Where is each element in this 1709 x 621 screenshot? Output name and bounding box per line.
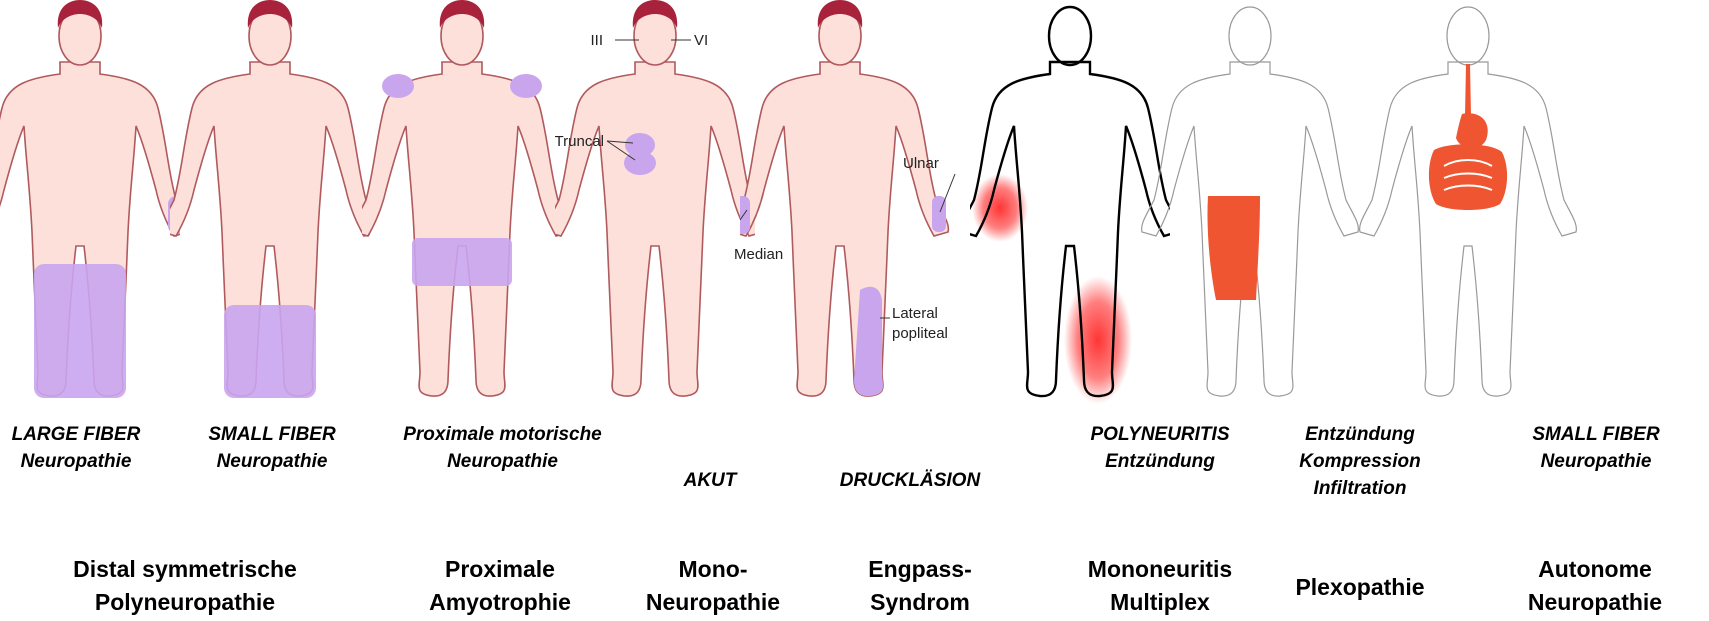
organ-esophagus: [1465, 64, 1471, 116]
category-line: Mono-: [638, 553, 788, 586]
category-line: Autonome: [1520, 553, 1670, 586]
organ-stomach: [1456, 113, 1488, 148]
subtitle-line: SMALL FIBER: [196, 421, 348, 448]
subtitle-line: Neuropathie: [0, 448, 152, 475]
label-truncal: Truncal: [555, 133, 604, 150]
category-proximal-amyotrophy: Proximale Amyotrophie: [425, 553, 575, 619]
label-median: Median: [734, 246, 783, 263]
figure-plexopathy: [1140, 0, 1360, 410]
category-line: Plexopathie: [1285, 571, 1435, 604]
subtitle-line: Infiltration: [1275, 475, 1445, 502]
category-line: Engpass-: [855, 553, 985, 586]
affected-region-right-shoulder: [510, 74, 542, 98]
organ-intestines: [1429, 144, 1507, 210]
label-ulnar: Ulnar: [903, 155, 939, 172]
affected-region-median: [740, 196, 750, 234]
category-entrapment: Engpass- Syndrom: [855, 553, 985, 619]
figure-entrapment: [740, 0, 960, 410]
subtitle-large-fiber: LARGE FIBER Neuropathie: [0, 421, 152, 475]
affected-region-left-shoulder: [382, 74, 414, 98]
subtitle-small-fiber-1: SMALL FIBER Neuropathie: [196, 421, 348, 475]
category-line: Neuropathie: [1520, 586, 1670, 619]
category-line: Polyneuropathie: [60, 586, 310, 619]
label-cranial-right: VI: [694, 32, 708, 49]
figure-small-fiber-1: [170, 0, 370, 410]
subtitle-akut: AKUT: [660, 467, 760, 494]
category-distal-symmetric: Distal symmetrische Polyneuropathie: [60, 553, 310, 619]
subtitle-line: Neuropathie: [1520, 448, 1672, 475]
category-line: Proximale: [425, 553, 575, 586]
subtitle-line: Kompression: [1275, 448, 1445, 475]
figure-autonomic: [1358, 0, 1578, 410]
subtitle-plexopathy: Entzündung Kompression Infiltration: [1275, 421, 1445, 502]
subtitle-line: LARGE FIBER: [0, 421, 152, 448]
subtitle-proximal-motor: Proximale motorische Neuropathie: [380, 421, 625, 475]
category-mononeuropathy: Mono- Neuropathie: [638, 553, 788, 619]
subtitle-drucklasion: DRUCKLÄSION: [820, 467, 1000, 494]
subtitle-line: Proximale motorische: [380, 421, 625, 448]
category-line: Amyotrophie: [425, 586, 575, 619]
figure-proximal-motor: [362, 0, 562, 410]
affected-region-feet: [224, 305, 316, 398]
category-autonomic: Autonome Neuropathie: [1520, 553, 1670, 619]
subtitle-line: Entzündung: [1275, 421, 1445, 448]
affected-region-thighs: [412, 238, 512, 286]
label-lateral: Lateral: [892, 305, 938, 322]
category-plexopathy: Plexopathie: [1285, 571, 1435, 604]
affected-region-plexus: [1207, 196, 1260, 300]
category-line: Neuropathie: [638, 586, 788, 619]
subtitle-polyneuritis: POLYNEURITIS Entzündung: [1080, 421, 1240, 475]
subtitle-line: Neuropathie: [380, 448, 625, 475]
subtitle-line: AKUT: [660, 467, 760, 494]
category-mononeuritis-multiplex: Mononeuritis Multiplex: [1080, 553, 1240, 619]
subtitle-line: SMALL FIBER: [1520, 421, 1672, 448]
subtitle-line: DRUCKLÄSION: [820, 467, 1000, 494]
figure-mononeuropathy: III VI Truncal: [555, 0, 755, 410]
subtitle-line: POLYNEURITIS: [1080, 421, 1240, 448]
leader-line: [940, 174, 955, 212]
inflammation-leg: [1064, 276, 1132, 404]
label-lateral-popliteal: Lateral popliteal: [892, 304, 948, 344]
affected-region-feet-legs: [34, 264, 126, 398]
category-line: Distal symmetrische: [60, 553, 310, 586]
subtitle-small-fiber-2: SMALL FIBER Neuropathie: [1520, 421, 1672, 475]
affected-region-truncal-lower: [624, 151, 656, 175]
category-line: Mononeuritis: [1080, 553, 1240, 586]
label-cranial-left: III: [590, 32, 603, 49]
subtitle-line: Neuropathie: [196, 448, 348, 475]
label-popliteal: popliteal: [892, 325, 948, 342]
figure-large-fiber: [0, 0, 180, 410]
category-line: Multiplex: [1080, 586, 1240, 619]
category-line: Syndrom: [855, 586, 985, 619]
subtitle-line: Entzündung: [1080, 448, 1240, 475]
